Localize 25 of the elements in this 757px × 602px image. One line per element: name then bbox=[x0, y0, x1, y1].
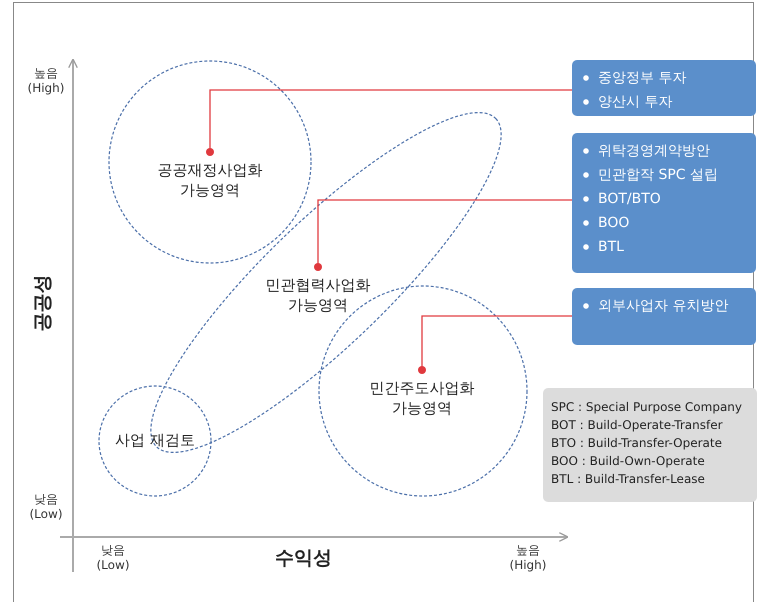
region-label: 사업 재검토 bbox=[114, 430, 196, 450]
dashed-circle bbox=[108, 60, 312, 264]
region-label: 공공재정사업화 가능영역 bbox=[156, 160, 264, 200]
bullet-box bbox=[572, 133, 756, 273]
note-line: BOT : Build-Operate-Transfer bbox=[551, 417, 724, 434]
bullet-box bbox=[572, 60, 756, 116]
axis-label: 높음 (High) bbox=[26, 66, 66, 96]
note-line: BTL : Build-Transfer-Lease bbox=[551, 471, 706, 488]
dashed-ellipse bbox=[150, 110, 502, 455]
bullet-box bbox=[572, 288, 756, 345]
axis-label: 낮음 (Low) bbox=[96, 543, 130, 573]
note-box bbox=[543, 388, 757, 502]
region-label: 민간주도사업화 가능영역 bbox=[368, 378, 476, 418]
note-line: SPC : Special Purpose Company bbox=[551, 399, 744, 416]
leader-line bbox=[206, 89, 572, 156]
note-line: BTO : Build-Transfer-Operate bbox=[551, 435, 723, 452]
dashed-circle bbox=[98, 385, 212, 497]
axis-title: 공공성 bbox=[30, 274, 54, 332]
region-label: 민관협력사업화 가능영역 bbox=[264, 275, 372, 316]
axis-label: 낮음 (Low) bbox=[28, 492, 64, 522]
axis-label: 높음 (High) bbox=[508, 543, 548, 573]
leader-line bbox=[314, 199, 572, 271]
note-line: BOO : Build-Own-Operate bbox=[551, 453, 706, 470]
axis-title: 수익성 bbox=[275, 546, 333, 571]
leader-line bbox=[418, 315, 572, 374]
